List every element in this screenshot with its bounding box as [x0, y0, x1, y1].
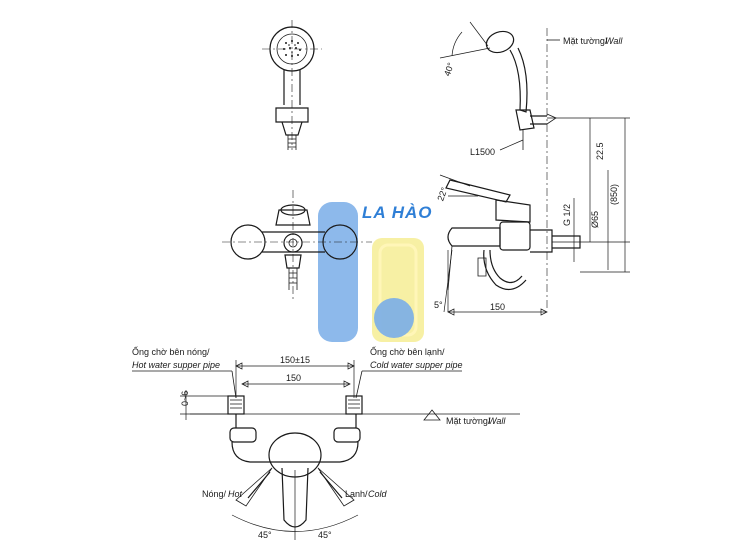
hot-label-en: Hot [228, 489, 243, 499]
mixer-front-view [222, 190, 372, 300]
angle-5: 5° [434, 300, 443, 310]
dim-150-15: 150±15 [280, 355, 310, 365]
angle-45-right: 45° [318, 530, 332, 540]
hose-length: L1500 [470, 147, 495, 157]
wall-label-bottom: Mặt tường/ [446, 416, 491, 426]
dim-d65: Ø65 [590, 211, 600, 228]
angle-22: 22° [435, 186, 449, 203]
cold-label: Lạnh/ [345, 489, 368, 499]
dim-150-side: 150 [490, 302, 505, 312]
cold-pipe-label-en: Cold water supper pipe [370, 360, 463, 370]
dim-g12: G 1/2 [562, 204, 572, 226]
angle-40: 40° [442, 61, 456, 78]
cold-pipe-label: Ống chờ bên lạnh/ [370, 346, 445, 357]
dim-150-bottom: 150 [286, 373, 301, 383]
hot-pipe-label-en: Hot water supper pipe [132, 360, 220, 370]
wall-label-top-en: Wall [605, 36, 623, 46]
hot-label: Nóng/ [202, 489, 227, 499]
mixer-top-view: Ống chờ bên nóng/ Hot water supper pipe … [132, 346, 520, 540]
cold-label-en: Cold [368, 489, 388, 499]
mixer-side-view: Mặt tường/ Wall 40° L1500 22° [434, 21, 630, 316]
shower-head-front-view [262, 20, 322, 150]
angle-45-left: 45° [258, 530, 272, 540]
hot-pipe-label: Ống chờ bên nóng/ [132, 346, 210, 357]
watermark-text: LA HÀO [362, 203, 433, 222]
wall-label-top: Mặt tường/ [563, 36, 608, 46]
dim-22-5: 22.5 [595, 142, 605, 160]
la-hao-logo: LA HÀO [318, 202, 433, 342]
dim-850: (850) [609, 184, 619, 205]
wall-label-bottom-en: Wall [488, 416, 506, 426]
dim-0-6: 0~6 [180, 391, 190, 406]
